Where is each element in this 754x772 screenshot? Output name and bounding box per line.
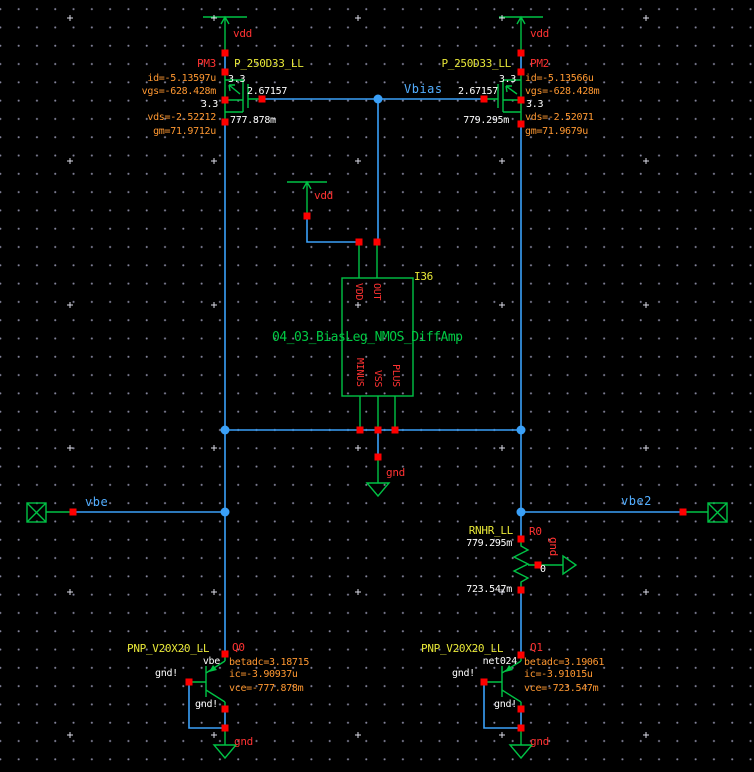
diffamp-block-symbol[interactable]	[341, 245, 414, 427]
pm3-width-top: 3.3	[228, 74, 246, 85]
pm2-vgs-param: vgs=-628.428m	[525, 86, 600, 97]
gnd-label-r0: gnd	[547, 537, 560, 556]
r0-instance-name: R0	[529, 525, 542, 538]
pm2-gate-voltage: 2.67157	[457, 86, 498, 97]
gnd-symbol-q0[interactable]	[212, 731, 238, 760]
vbe2-net-label: vbe2	[621, 494, 652, 508]
q1-emitter-net: net024	[482, 656, 518, 667]
q0-collector-net: gnd!	[195, 699, 218, 710]
vdd-symbol-left[interactable]	[203, 15, 247, 53]
q1-ic-param: ic=-3.91015u	[524, 669, 593, 680]
wire-net[interactable]	[73, 53, 683, 729]
r0-body-value: 0	[540, 564, 546, 575]
q0-base-net: gnd!	[155, 668, 178, 679]
pm2-vds-param: vds=-2.52071	[525, 112, 594, 123]
q1-base-net: gnd!	[452, 668, 475, 679]
gnd-label-q0: gnd	[234, 735, 253, 748]
q1-vce-param: vce=-723.547m	[524, 683, 599, 694]
vdd-label-mid: vdd	[314, 189, 333, 202]
pm2-gm-param: gm=71.9679u	[525, 126, 588, 137]
r0-bottom-voltage: 723.547m	[466, 584, 512, 595]
gnd-label-q1: gnd	[530, 735, 549, 748]
q0-vce-param: vce=-777.878m	[229, 683, 304, 694]
vdd-label-left: vdd	[233, 27, 252, 40]
block-pin-vdd: VDD	[353, 283, 364, 301]
pm2-drain-voltage: 779.295m	[463, 115, 509, 126]
q0-ic-param: ic=-3.90937u	[229, 669, 298, 680]
pm3-drain-voltage: 777.878m	[230, 115, 276, 126]
major-grid-crosses	[67, 15, 649, 738]
connection-squares[interactable]	[69, 49, 687, 732]
pm3-id-param: id=-5.13597u	[147, 73, 216, 84]
wire-junction-dots	[220, 94, 526, 517]
vbias-net-label: Vbias	[404, 82, 443, 96]
vbe-net-label: vbe	[85, 495, 109, 509]
gnd-label-mid: gnd	[386, 466, 405, 479]
pm2-width-side: 3.3	[526, 99, 544, 110]
pm2-cell-name: P_250D33_LL	[441, 57, 511, 70]
block-pin-plus: PLUS	[390, 364, 401, 387]
pm3-vds-param: vds=-2.52212	[147, 112, 216, 123]
gnd-symbol-q1[interactable]	[508, 731, 534, 760]
block-cell-name: 04_03_BiasLeg_NMOS_DiffAmp	[272, 330, 463, 345]
q1-instance-name: Q1	[530, 641, 543, 654]
vdd-symbol-mid[interactable]	[287, 180, 327, 216]
vbe2-pin-symbol[interactable]	[683, 502, 728, 523]
pm3-vgs-param: vgs=-628.428m	[141, 86, 217, 97]
q0-betadc-param: betadc=3.18715	[229, 657, 310, 668]
q1-betadc-param: betadc=3.19061	[524, 657, 605, 668]
pm2-id-param: id=-5.13566u	[525, 73, 594, 84]
r0-top-voltage: 779.295m	[466, 538, 512, 549]
q0-instance-name: Q0	[232, 641, 245, 654]
pm3-cell-name: P_250D33_LL	[234, 57, 304, 70]
block-pin-out: OUT	[371, 283, 382, 301]
vdd-symbol-right[interactable]	[499, 15, 543, 53]
pm3-gm-param: gm=71.9712u	[153, 126, 216, 137]
pm2-width-top: 3.3	[498, 74, 516, 85]
q1-collector-net: gnd!	[494, 699, 517, 710]
q0-emitter-net: vbe	[202, 656, 220, 667]
q1-cell-name: PNP_V20X20_LL	[421, 642, 504, 655]
gnd-symbol-r0-body[interactable]	[541, 554, 578, 576]
r0-cell-name: RNHR_LL	[468, 524, 514, 537]
pm3-width-side: 3.3	[200, 99, 218, 110]
pm2-instance-name: PM2	[530, 57, 549, 70]
q0-cell-name: PNP_V20X20_LL	[127, 642, 210, 655]
block-pin-vss: VSS	[372, 370, 383, 388]
pm3-instance-name: PM3	[197, 57, 216, 70]
vbe-pin-symbol[interactable]	[26, 502, 73, 523]
block-instance-name: I36	[414, 270, 433, 283]
vdd-label-right: vdd	[530, 27, 549, 40]
block-pin-minus: MINUS	[354, 358, 365, 387]
gnd-symbol-mid[interactable]	[365, 460, 391, 498]
pm3-gate-voltage: 2.67157	[247, 86, 288, 97]
